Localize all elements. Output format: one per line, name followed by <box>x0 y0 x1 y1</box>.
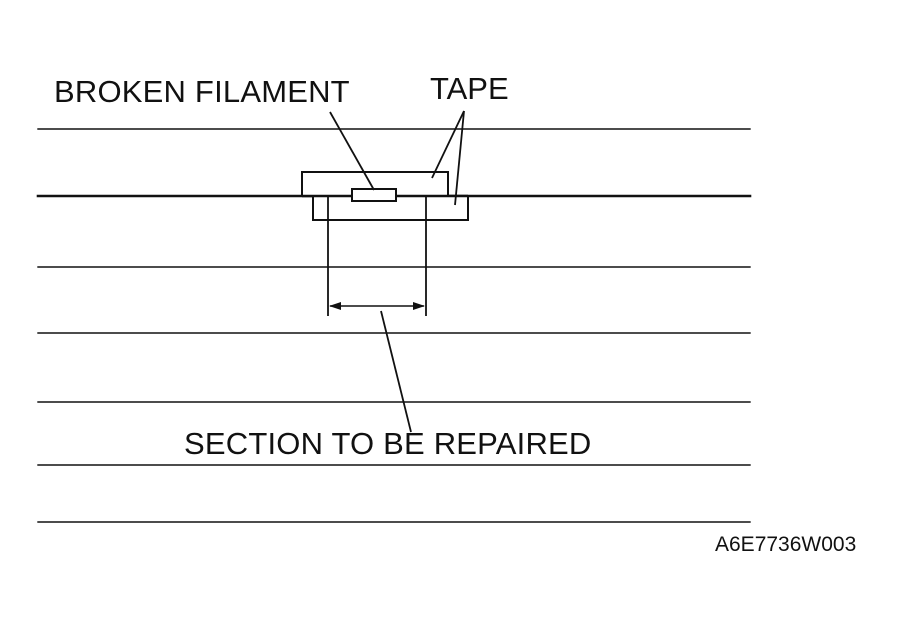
tape-label: TAPE <box>430 71 509 106</box>
leader-tape-lower <box>454 110 465 206</box>
broken-filament-label: BROKEN FILAMENT <box>54 74 350 109</box>
dimension-arrowhead-left <box>329 302 341 310</box>
dimension-arrowhead-right <box>413 302 425 310</box>
broken-filament-segment <box>351 188 397 202</box>
leader-tape-upper <box>431 110 465 179</box>
section-to-be-repaired-label: SECTION TO BE REPAIRED <box>184 426 592 461</box>
leader-broken-filament <box>329 111 375 191</box>
leader-section <box>380 310 412 433</box>
figure-code: A6E7736W003 <box>715 533 857 556</box>
